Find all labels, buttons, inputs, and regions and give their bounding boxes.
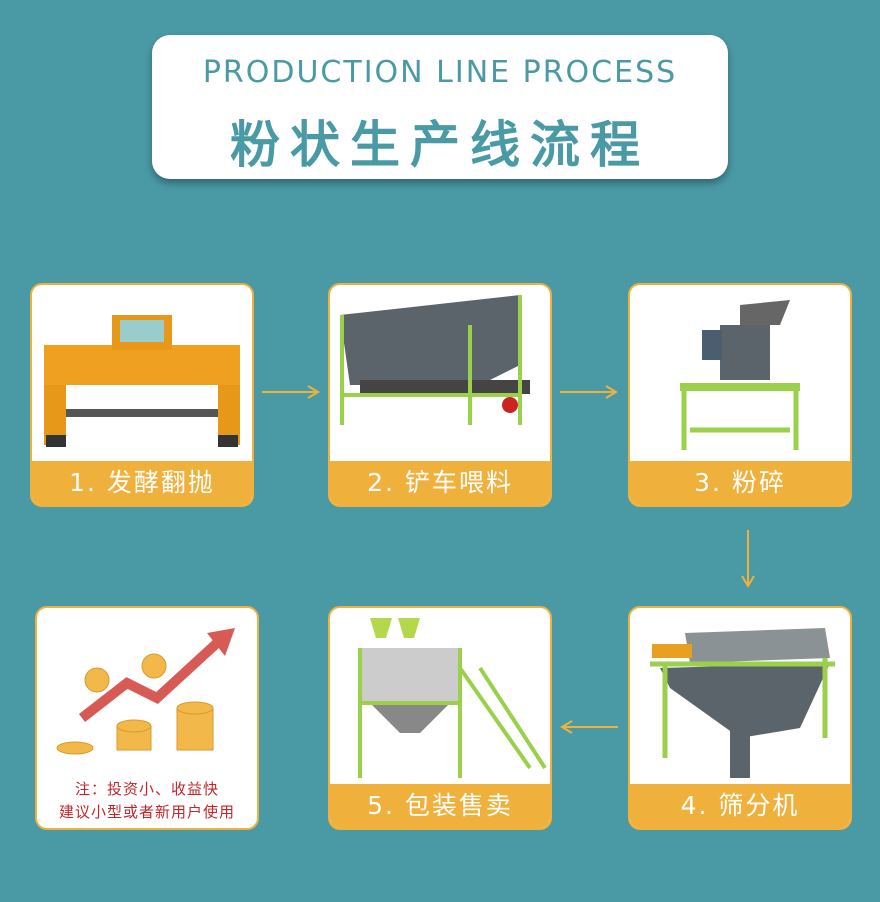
drum-screener-image (650, 628, 835, 778)
arrow-down-icon (741, 530, 755, 588)
step-card-3: 3. 粉碎 (628, 283, 852, 507)
step-card-5: 5. 包装售卖 (328, 606, 552, 830)
note-card: 注：投资小、收益快 建议小型或者新用户使用 (35, 606, 259, 830)
packing-machine-image (358, 618, 547, 778)
forklift-feeder-image (340, 295, 530, 425)
step-label-4: 4. 筛分机 (630, 784, 850, 828)
note-line-2: 建议小型或者新用户使用 (58, 803, 235, 821)
arrow-left-icon (560, 720, 618, 734)
step-label-1: 1. 发酵翻抛 (32, 461, 252, 505)
step-card-1: 1. 发酵翻抛 (30, 283, 254, 507)
step-label-2: 2. 铲车喂料 (330, 461, 550, 505)
step-label-5: 5. 包装售卖 (330, 784, 550, 828)
step-card-2: 2. 铲车喂料 (328, 283, 552, 507)
crusher-image (680, 300, 800, 450)
title-english: PRODUCTION LINE PROCESS (202, 55, 678, 90)
rising-profit-chart-icon (56, 628, 235, 755)
step-label-3: 3. 粉碎 (630, 461, 850, 505)
arrow-right-icon (560, 385, 618, 399)
compost-turner-image (44, 315, 240, 447)
title-box: PRODUCTION LINE PROCESS 粉状生产线流程 (152, 35, 728, 179)
title-chinese: 粉状生产线流程 (230, 116, 650, 174)
step-card-4: 4. 筛分机 (628, 606, 852, 830)
note-line-1: 注：投资小、收益快 (74, 780, 219, 798)
arrow-right-icon (262, 385, 320, 399)
